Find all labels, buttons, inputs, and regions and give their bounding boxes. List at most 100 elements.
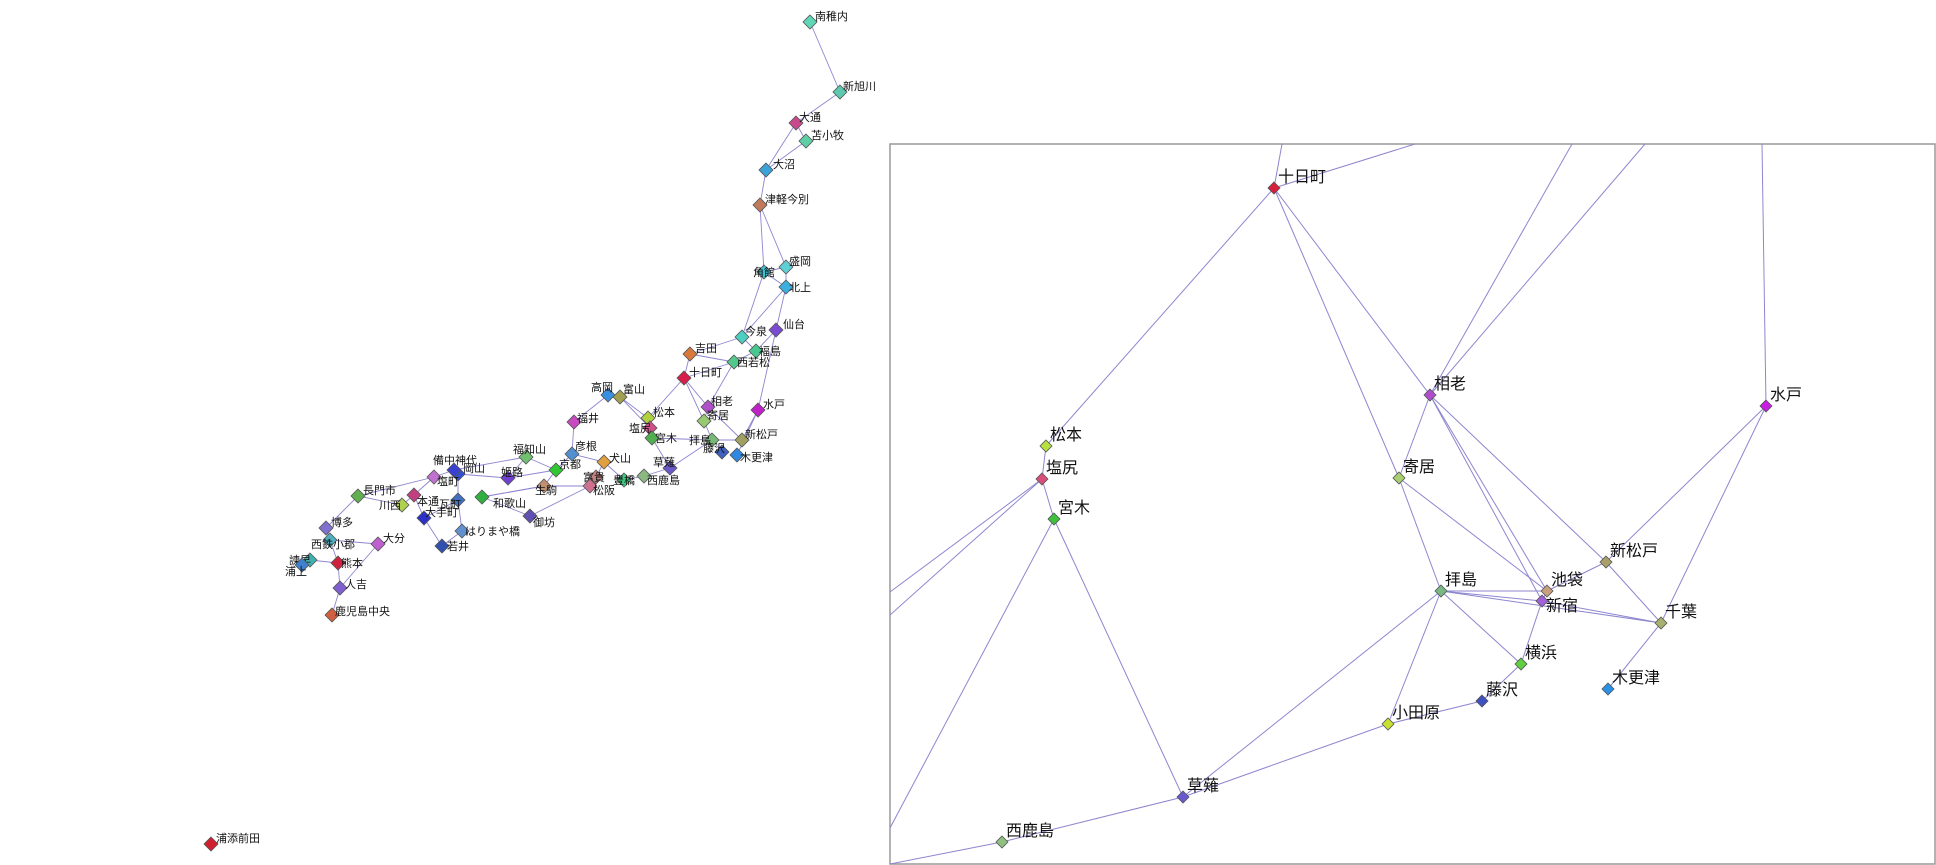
- overview-edge: [765, 122, 797, 171]
- detail-station-marker[interactable]: [1599, 555, 1613, 569]
- overview-station-marker[interactable]: [434, 538, 450, 554]
- detail-edge: [1398, 477, 1442, 592]
- overview-station-marker[interactable]: [600, 387, 616, 403]
- overview-station-marker[interactable]: [750, 402, 766, 418]
- overview-station-marker[interactable]: [518, 449, 534, 465]
- overview-station-marker[interactable]: [768, 322, 784, 338]
- overview-station-marker[interactable]: [704, 432, 720, 448]
- overview-station-marker[interactable]: [748, 343, 764, 359]
- overview-station-marker[interactable]: [700, 399, 716, 415]
- overview-station-marker[interactable]: [474, 489, 490, 505]
- overview-station-marker[interactable]: [682, 346, 698, 362]
- overview-station-marker[interactable]: [324, 607, 340, 623]
- detail-station-marker[interactable]: [1434, 584, 1448, 598]
- overview-station-marker[interactable]: [318, 520, 334, 536]
- overview-station-label: 十日町: [689, 365, 722, 379]
- overview-station-marker[interactable]: [426, 469, 442, 485]
- overview-station-marker[interactable]: [564, 446, 580, 462]
- overview-station-marker[interactable]: [500, 470, 516, 486]
- overview-station-marker[interactable]: [394, 497, 410, 513]
- detail-station-marker[interactable]: [1267, 181, 1281, 195]
- detail-edge: [1053, 518, 1184, 798]
- overview-station-label: 松本: [653, 405, 675, 419]
- overview-station-marker[interactable]: [752, 197, 768, 213]
- detail-station-marker[interactable]: [1423, 388, 1437, 402]
- overview-station-marker[interactable]: [536, 478, 552, 494]
- overview-station-marker[interactable]: [203, 836, 219, 852]
- overview-edge: [809, 21, 841, 93]
- overview-edge: [651, 437, 713, 441]
- overview-station-marker[interactable]: [644, 430, 660, 446]
- overview-station-marker[interactable]: [582, 478, 598, 494]
- detail-station-marker[interactable]: [1035, 472, 1049, 486]
- overview-station-marker[interactable]: [756, 264, 772, 280]
- overview-station-marker[interactable]: [588, 469, 604, 485]
- detail-station-label: 小田原: [1392, 703, 1440, 722]
- overview-station-marker[interactable]: [734, 329, 750, 345]
- overview-edge: [357, 495, 403, 506]
- detail-edge: [1429, 144, 1573, 396]
- overview-station-marker[interactable]: [370, 536, 386, 552]
- detail-station-marker[interactable]: [1654, 616, 1668, 630]
- overview-station-marker[interactable]: [596, 454, 612, 470]
- overview-station-marker[interactable]: [522, 508, 538, 524]
- detail-station-marker[interactable]: [995, 835, 1009, 849]
- overview-station-marker[interactable]: [294, 557, 310, 573]
- overview-station-label: 大沼: [773, 157, 795, 171]
- detail-station-marker[interactable]: [1759, 399, 1773, 413]
- overview-station-marker[interactable]: [726, 354, 742, 370]
- detail-station-label: 藤沢: [1486, 680, 1518, 699]
- overview-station-marker[interactable]: [566, 414, 582, 430]
- overview-station-label: 人吉: [345, 578, 367, 591]
- detail-station-label: 寄居: [1403, 457, 1435, 476]
- overview-station-marker[interactable]: [676, 370, 692, 386]
- detail-station-marker[interactable]: [1535, 594, 1549, 608]
- overview-station-label: はりまや橋: [465, 524, 520, 538]
- overview-station-label: 富山: [623, 382, 645, 396]
- overview-station-marker[interactable]: [734, 432, 750, 448]
- overview-station-marker[interactable]: [350, 488, 366, 504]
- overview-station-marker[interactable]: [616, 472, 632, 488]
- detail-station-marker[interactable]: [1540, 584, 1554, 598]
- overview-station-label: 水戸: [763, 398, 785, 411]
- overview-station-marker[interactable]: [322, 532, 338, 548]
- overview-edge: [775, 286, 787, 331]
- overview-station-marker[interactable]: [416, 510, 432, 526]
- overview-station-marker[interactable]: [612, 389, 628, 405]
- overview-station-marker[interactable]: [548, 462, 564, 478]
- overview-station-marker[interactable]: [450, 492, 466, 508]
- detail-edge: [1761, 144, 1767, 407]
- overview-station-marker[interactable]: [636, 468, 652, 484]
- overview-station-marker[interactable]: [788, 115, 804, 131]
- detail-station-marker[interactable]: [1475, 694, 1489, 708]
- detail-station-marker[interactable]: [1039, 439, 1053, 453]
- overview-station-marker[interactable]: [662, 460, 678, 476]
- overview-station-label: 生駒: [535, 483, 557, 497]
- overview-station-marker[interactable]: [330, 555, 346, 571]
- overview-station-marker[interactable]: [729, 447, 745, 463]
- detail-station-marker[interactable]: [1176, 790, 1190, 804]
- detail-station-marker[interactable]: [1381, 717, 1395, 731]
- overview-station-marker[interactable]: [778, 259, 794, 275]
- overview-station-marker[interactable]: [696, 413, 712, 429]
- overview-station-marker[interactable]: [832, 84, 848, 100]
- detail-station-label: 新松戸: [1610, 541, 1658, 560]
- overview-station-label: 和歌山: [493, 496, 526, 510]
- detail-station-marker[interactable]: [1047, 512, 1061, 526]
- overview-station-marker[interactable]: [454, 523, 470, 539]
- overview-station-label: 若井: [447, 539, 469, 553]
- overview-edge: [457, 473, 509, 479]
- overview-station-marker[interactable]: [798, 133, 814, 149]
- overview-station-marker[interactable]: [714, 444, 730, 460]
- overview-station-marker[interactable]: [778, 279, 794, 295]
- detail-station-marker[interactable]: [1392, 471, 1406, 485]
- overview-station-marker[interactable]: [802, 14, 818, 30]
- detail-station-marker[interactable]: [1514, 657, 1528, 671]
- overview-station-marker[interactable]: [446, 462, 462, 478]
- overview-station-marker[interactable]: [406, 487, 422, 503]
- detail-station-marker[interactable]: [1601, 682, 1615, 696]
- overview-station-marker[interactable]: [758, 162, 774, 178]
- detail-edge: [1273, 187, 1400, 479]
- overview-station-label: 吉田: [695, 342, 717, 355]
- overview-station-marker[interactable]: [332, 580, 348, 596]
